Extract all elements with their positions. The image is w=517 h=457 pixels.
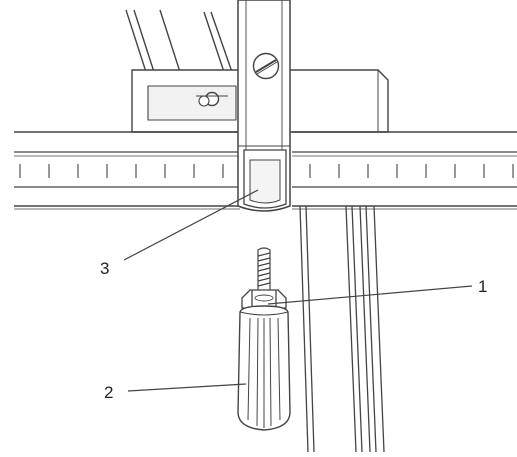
vertical-channel (299, 205, 385, 453)
leader-line-1 (267, 285, 473, 305)
leader-lines (123, 189, 473, 392)
handle-knob (237, 305, 291, 431)
upright-arm (125, 9, 233, 73)
scale-ticks (19, 164, 514, 178)
callout-number-1: 1 (478, 277, 487, 296)
threaded-rod (257, 247, 271, 293)
fence-body (237, 0, 291, 212)
leader-line-2 (127, 383, 247, 392)
callout-number-3: 3 (100, 259, 109, 278)
leader-line-3 (123, 189, 259, 261)
screw-icon (252, 52, 280, 80)
scale-rail (14, 131, 517, 210)
callout-number-2: 2 (104, 383, 113, 402)
